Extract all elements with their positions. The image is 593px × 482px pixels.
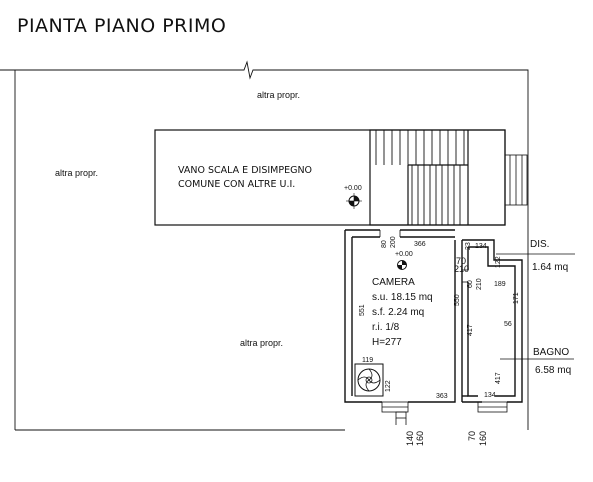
room-level-marker [397, 260, 407, 270]
dim-210-top: 210 [454, 264, 469, 274]
altra-propr-top: altra propr. [257, 90, 300, 100]
stair-treads [375, 130, 465, 225]
bagno-area: 6.58 mq [535, 365, 571, 376]
dim-134-top: 134 [475, 243, 487, 250]
camera-h: H=277 [372, 337, 402, 348]
dis-name: DIS. [530, 239, 549, 250]
stair-label-line1: VANO SCALA E DISIMPEGNO [178, 165, 312, 176]
dim-189: 189 [494, 281, 506, 288]
dim-140: 140 [405, 431, 415, 446]
dim-160-right: 160 [478, 431, 488, 446]
stair-window [504, 154, 528, 206]
dis-area: 1.64 mq [532, 262, 568, 273]
stair-level: +0.00 [344, 185, 362, 192]
dim-119: 119 [362, 357, 373, 364]
dim-70-top: 70 [456, 256, 466, 266]
plan-title: PIANTA PIANO PRIMO [17, 15, 226, 37]
dim-80: 80 [381, 240, 388, 248]
bagno-name: BAGNO [533, 347, 569, 358]
dim-366: 366 [414, 241, 426, 248]
dim-200-top: 200 [390, 236, 397, 248]
door-marks [379, 230, 508, 425]
dim-70-bottom: 70 [467, 431, 477, 441]
stair-label-line2: COMUNE CON ALTRE U.I. [178, 179, 295, 190]
stair-hall [154, 129, 506, 226]
room-level: +0.00 [395, 251, 413, 258]
dim-122-top: 122 [495, 256, 502, 268]
dim-417-right: 417 [495, 372, 502, 384]
dim-551: 551 [359, 304, 366, 316]
stair-level-marker [346, 193, 362, 209]
apartment-walls [344, 229, 523, 403]
fan-icon [354, 363, 384, 397]
camera-name: CAMERA [372, 277, 415, 288]
dim-60: 60 [467, 280, 474, 288]
altra-propr-bottom: altra propr. [240, 338, 283, 348]
dim-417-left: 417 [467, 324, 474, 336]
camera-sf: s.f. 2.24 mq [372, 307, 424, 318]
dim-122-bottom: 122 [385, 380, 392, 392]
dim-171: 171 [513, 292, 520, 304]
dim-160-left: 160 [415, 431, 425, 446]
dim-210-mid: 210 [476, 278, 483, 290]
dim-23: 23 [465, 242, 472, 250]
property-boundary [0, 60, 529, 431]
camera-ri: r.i. 1/8 [372, 322, 400, 333]
altra-propr-left: altra propr. [55, 168, 98, 178]
dim-56: 56 [504, 321, 512, 328]
dim-550: 550 [454, 294, 461, 306]
dim-134-bottom: 134 [484, 392, 496, 399]
dim-363: 363 [436, 393, 448, 400]
camera-su: s.u. 18.15 mq [372, 292, 433, 303]
